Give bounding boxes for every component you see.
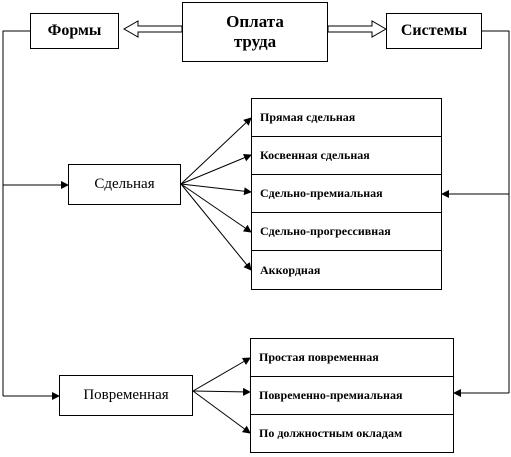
systems-box: Системы	[386, 13, 482, 49]
piece-arrow-2	[180, 153, 252, 185]
piece-system-label: Прямая сдельная	[260, 110, 356, 124]
piece-system-label: Аккордная	[260, 262, 321, 277]
time-arrow-3	[192, 390, 251, 434]
piece-system-label: Косвенная сдельная	[260, 148, 370, 162]
list-item: Повременно-премиальная	[251, 377, 453, 415]
time-system-label: По должностным окладам	[259, 426, 403, 440]
payment-title-box: Оплата труда	[182, 2, 328, 62]
list-item: Сдельно-премиальная	[252, 175, 441, 213]
list-item: Простая повременная	[251, 339, 453, 377]
time-system-label: Простая повременная	[259, 350, 379, 364]
time-arrow-2	[192, 387, 251, 396]
piece-arrow-5	[180, 183, 252, 271]
title-line-1: Оплата	[226, 12, 284, 31]
hollow-arrow-left	[122, 20, 183, 38]
list-item: Аккордная	[252, 251, 441, 289]
piece-system-label: Сдельно-премиальная	[260, 186, 383, 200]
time-rate-box: Повременная	[59, 375, 193, 416]
time-systems-list: Простая повременная Повременно-премиальн…	[250, 338, 454, 453]
forms-box: Формы	[30, 13, 119, 49]
list-item: Сдельно-прогрессивная	[252, 213, 441, 251]
systems-bus-line	[482, 30, 510, 393]
piece-arrow-4	[180, 183, 252, 233]
time-system-label: Повременно-премиальная	[259, 388, 403, 402]
list-item: По должностным окладам	[251, 415, 453, 452]
forms-bus-line	[2, 30, 30, 396]
list-item: Прямая сдельная	[252, 99, 441, 137]
time-arrow-1	[192, 357, 251, 392]
piece-rate-box: Сдельная	[68, 164, 181, 205]
piece-arrow-3	[180, 183, 252, 196]
piece-system-label: Сдельно-прогрессивная	[260, 224, 391, 238]
piece-systems-list: Прямая сдельная Косвенная сдельная Сдель…	[251, 98, 442, 290]
list-item: Косвенная сдельная	[252, 137, 441, 175]
title-line-2: труда	[233, 32, 277, 51]
hollow-arrow-right	[327, 20, 388, 38]
piece-rate-label: Сдельная	[94, 176, 155, 192]
systems-label: Системы	[400, 22, 468, 39]
piece-arrow-1	[180, 117, 252, 185]
time-rate-label: Повременная	[83, 387, 169, 403]
forms-label: Формы	[47, 22, 102, 39]
